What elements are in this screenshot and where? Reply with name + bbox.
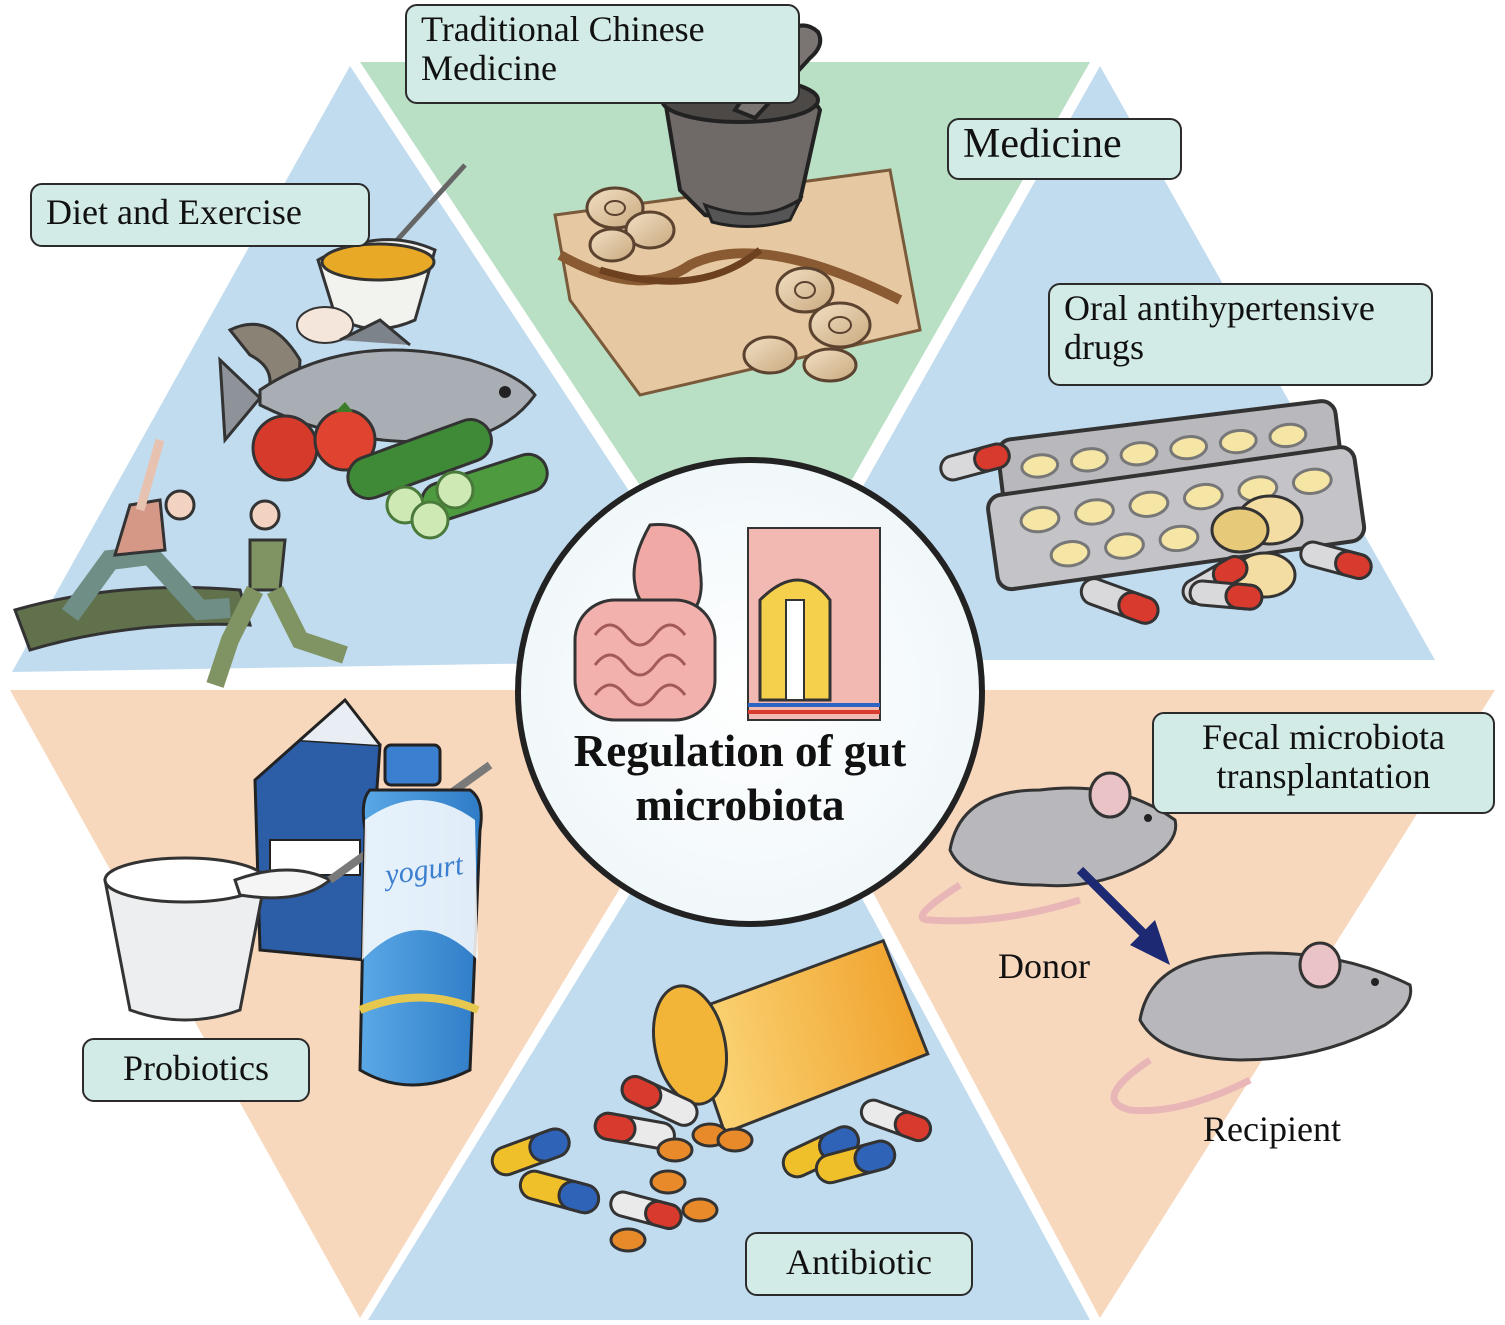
label-antibiotic: Antibiotic	[745, 1232, 973, 1296]
transfer-arrow	[1076, 866, 1154, 944]
label-fmt-line2: transplantation	[1216, 755, 1431, 796]
label-tcm: Traditional Chinese Medicine	[405, 4, 800, 104]
label-tcm-line1: Traditional Chinese	[421, 9, 705, 49]
segment-fmt	[765, 690, 1495, 1318]
label-probiotics-text: Probiotics	[122, 1048, 269, 1088]
label-diet-exercise-text: Diet and Exercise	[46, 192, 302, 232]
label-oral-drugs-line1: Oral antihypertensive	[1064, 288, 1375, 328]
label-antibiotic-text: Antibiotic	[786, 1242, 932, 1282]
label-fmt-line1: Fecal microbiota	[1202, 717, 1445, 757]
gut-icon	[573, 523, 717, 722]
probiotics-illustration: yogurt	[103, 697, 493, 1087]
label-medicine: Medicine	[947, 118, 1182, 180]
label-oral-drugs-line2: drugs	[1064, 326, 1144, 367]
antibiotic-illustration	[490, 938, 932, 1253]
label-fmt: Fecal microbiota transplantation	[1152, 712, 1495, 814]
label-medicine-text: Medicine	[963, 121, 1122, 167]
label-recipient: Recipient	[1203, 1109, 1341, 1149]
center-title: Regulation of gut microbiota	[520, 724, 960, 832]
label-oral-drugs: Oral antihypertensive drugs	[1048, 283, 1433, 386]
villus-icon	[747, 527, 881, 721]
label-probiotics: Probiotics	[82, 1038, 310, 1102]
label-donor: Donor	[998, 946, 1090, 986]
center-title-line1: Regulation of gut	[573, 726, 907, 776]
center-title-line2: microbiota	[635, 780, 845, 830]
diet-exercise-illustration	[13, 163, 549, 688]
label-diet-exercise: Diet and Exercise	[30, 183, 370, 247]
pills-illustration	[939, 399, 1373, 625]
transfer-arrow-head	[1130, 920, 1170, 965]
fmt-illustration	[918, 771, 1413, 1115]
label-tcm-line2: Medicine	[421, 47, 557, 88]
